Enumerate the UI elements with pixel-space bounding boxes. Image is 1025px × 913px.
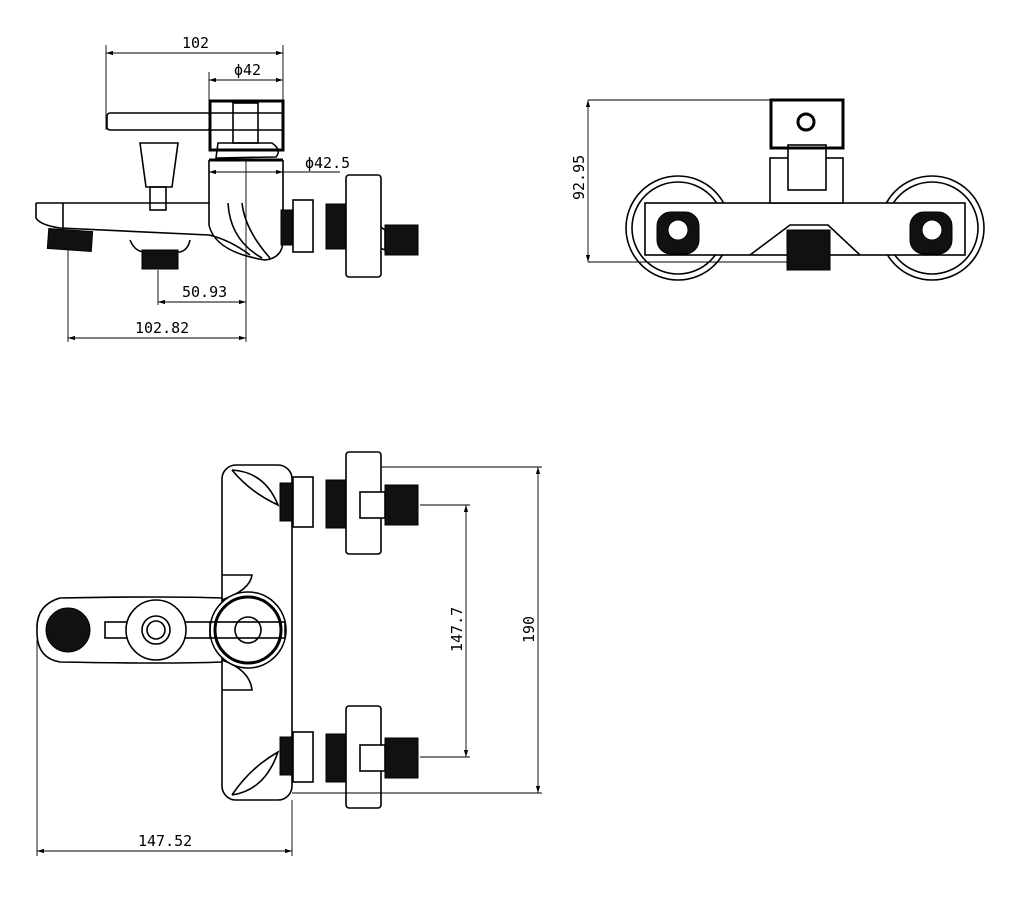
- dim-spout-reach: 102.82: [135, 319, 189, 337]
- cover-flange: [345, 174, 382, 278]
- dim-height: 92.95: [570, 155, 588, 200]
- nut: [292, 199, 314, 253]
- bottom-outlet: [141, 249, 179, 270]
- dim-inlet-centers: 147.7: [448, 607, 466, 652]
- aerator: [46, 227, 94, 253]
- front-handle: [769, 98, 845, 150]
- dim-body-dia: ϕ42.5: [305, 154, 350, 172]
- handle-cap: [208, 99, 285, 152]
- dim-projection: 147.52: [138, 832, 192, 850]
- dim-handle-dia: ϕ42: [234, 61, 261, 79]
- diverter-knob: [139, 142, 179, 188]
- spout: [35, 202, 251, 256]
- top-view: 147.7 190 147.52: [36, 451, 542, 856]
- side-view: 102 ϕ42 ϕ42.5 50.93 102.82: [35, 34, 419, 342]
- front-view: 92.95: [570, 98, 985, 281]
- front-outlet: [786, 229, 831, 271]
- aerator-top: [45, 607, 91, 653]
- dim-overall-length: 190: [520, 616, 538, 643]
- dim-outlet-offset: 50.93: [182, 283, 227, 301]
- dim-total-width: 102: [182, 34, 209, 52]
- lever-handle: [106, 112, 211, 131]
